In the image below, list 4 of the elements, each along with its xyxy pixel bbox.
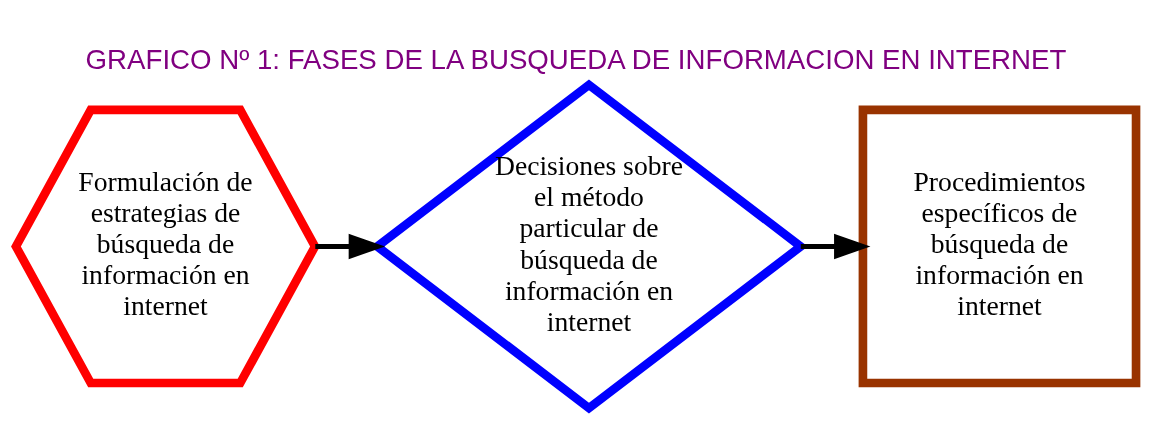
- diagram-title: GRAFICO Nº 1: FASES DE LA BUSQUEDA DE INFORMACION EN INTERNET: [85, 43, 1067, 75]
- node-box: Procedimientos específicos de búsqueda de información en internet: [858, 105, 1141, 387]
- arrow: [800, 233, 871, 259]
- arrow: [315, 233, 386, 259]
